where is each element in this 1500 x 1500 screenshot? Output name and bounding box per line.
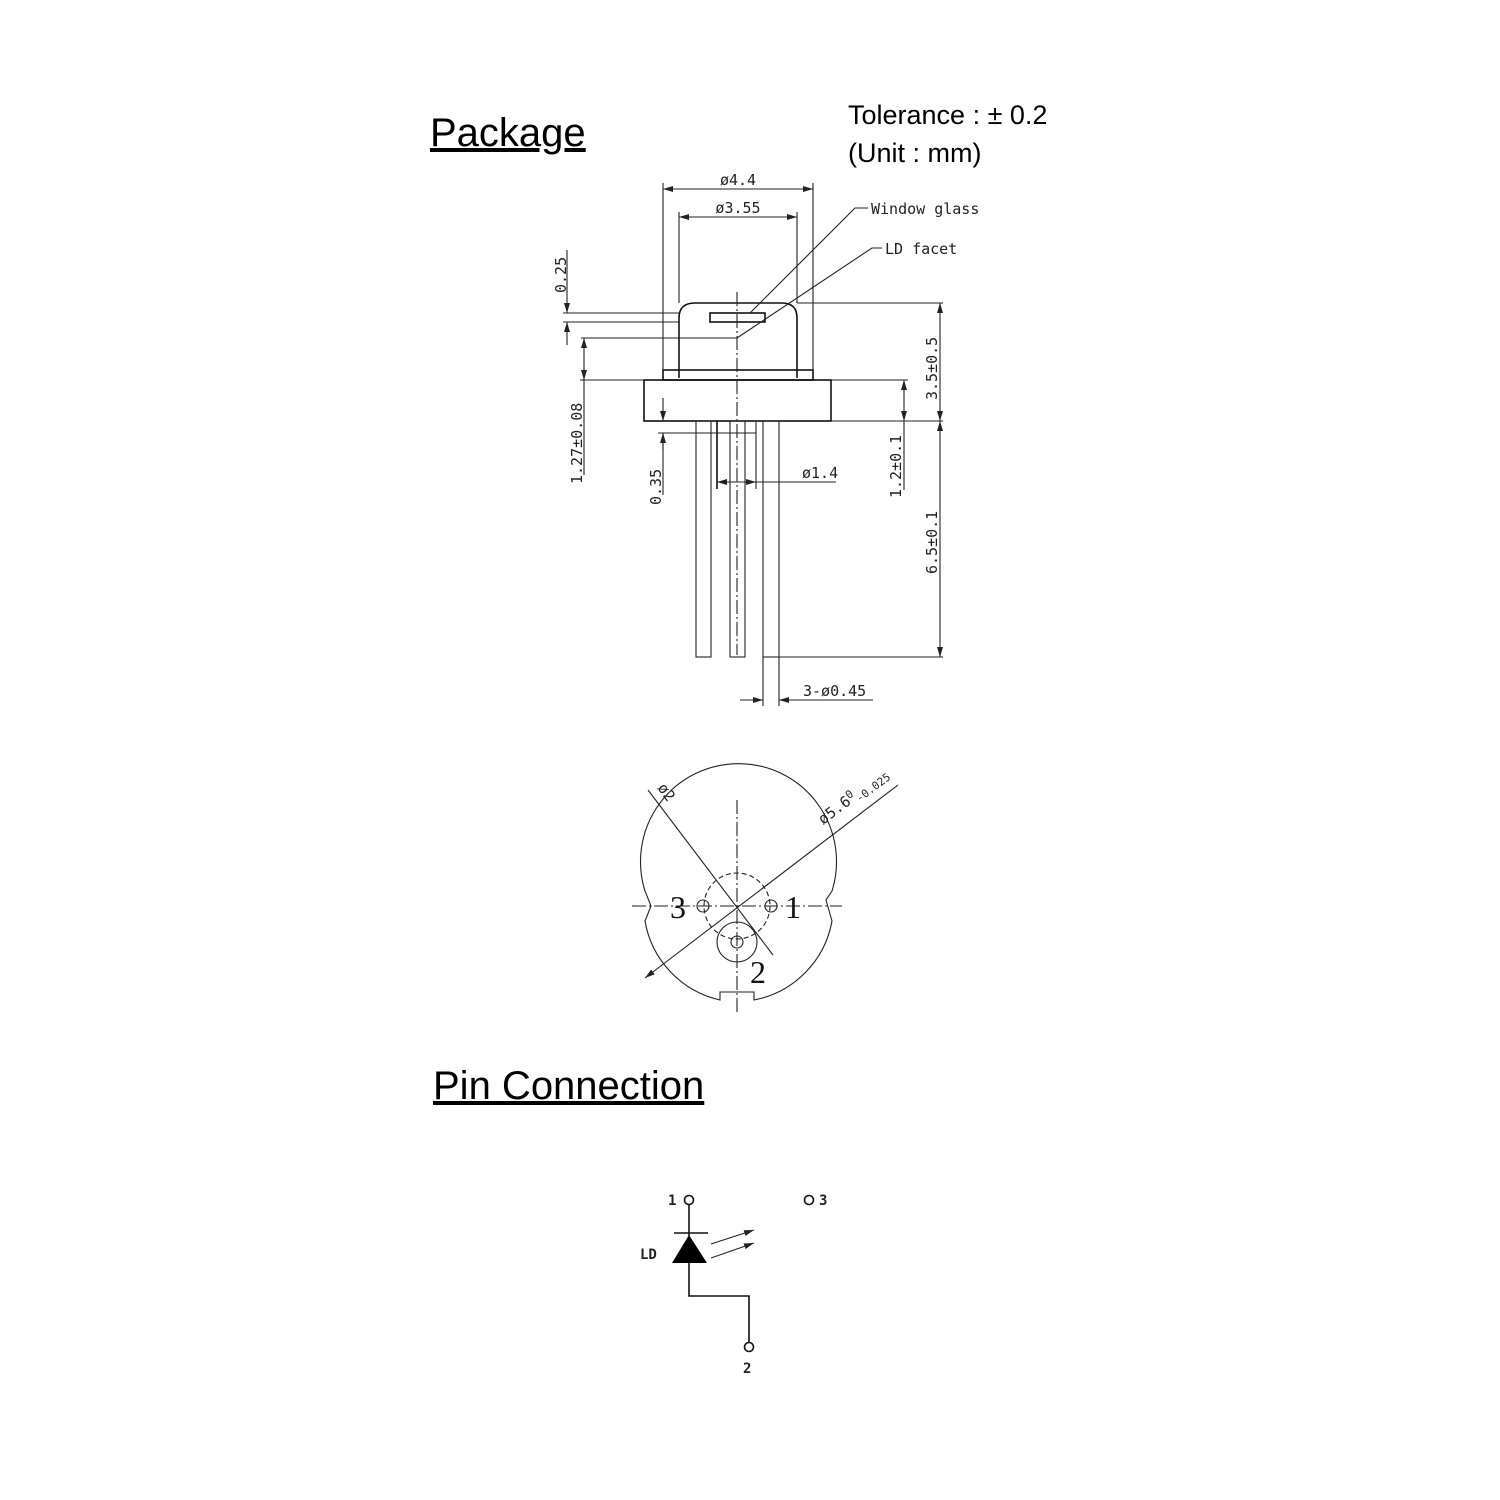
side-view: ø4.4 ø3.55 Window glass LD facet 0.25 1.… [552, 171, 979, 706]
pin-schematic: 1 3 2 LD [640, 1193, 827, 1377]
dim-cap-diameter: ø3.55 [715, 199, 760, 217]
pin-label-2: 2 [750, 954, 766, 990]
pin-connection-heading: Pin Connection [433, 1064, 704, 1108]
dim-pin-circle: ø1.4 [802, 464, 838, 482]
schematic-device-label: LD [640, 1247, 657, 1263]
pin-2-terminal [743, 1341, 755, 1353]
pin-2-boss [716, 921, 758, 963]
pin-3-terminal [803, 1194, 815, 1206]
cap-outline [678, 302, 798, 378]
label-ld-facet: LD facet [885, 240, 957, 258]
dim-flange-height: 1.2±0.1 [887, 435, 905, 498]
schematic-pin-1: 1 [668, 1193, 676, 1209]
dim-pcd: ø2 [654, 780, 679, 805]
cap-ring [662, 369, 814, 381]
package-heading: Package [430, 111, 586, 155]
dim-cap-height: 3.5±0.5 [923, 337, 941, 400]
schematic-pin-3: 3 [819, 1193, 827, 1209]
dim-facet-height: 1.27±0.08 [568, 403, 586, 484]
laser-diode-icon [672, 1235, 707, 1263]
dim-glass-thickness: 0.25 [552, 257, 570, 293]
schematic-pin-2: 2 [743, 1361, 751, 1377]
pin-1-hole [764, 899, 778, 913]
pin-2-hole [730, 935, 744, 949]
pin-label-3: 3 [670, 889, 686, 925]
unit-note: (Unit : mm) [848, 138, 981, 168]
pin-3-hole [696, 899, 710, 913]
pin-left [695, 420, 712, 658]
dim-outer-diameter: ø4.4 [720, 171, 756, 189]
dim-body-diameter: ø5.60-0.025 [814, 763, 893, 830]
dim-pin-diameter: 3-ø0.45 [803, 682, 866, 700]
emission-arrow-icon [710, 1229, 755, 1245]
emission-arrow-icon [710, 1242, 755, 1259]
dim-step: 0.35 [647, 469, 665, 505]
bottom-view: ø5.60-0.025 ø2 3 1 2 [632, 763, 899, 1015]
header-outline [639, 763, 838, 1001]
pin-right [762, 420, 780, 658]
tolerance-note: Tolerance : ± 0.2 [848, 100, 1047, 130]
pin-1-terminal [683, 1194, 695, 1206]
label-window-glass: Window glass [871, 200, 979, 218]
dim-lead-length: 6.5±0.1 [923, 511, 941, 574]
pin-label-1: 1 [785, 889, 801, 925]
